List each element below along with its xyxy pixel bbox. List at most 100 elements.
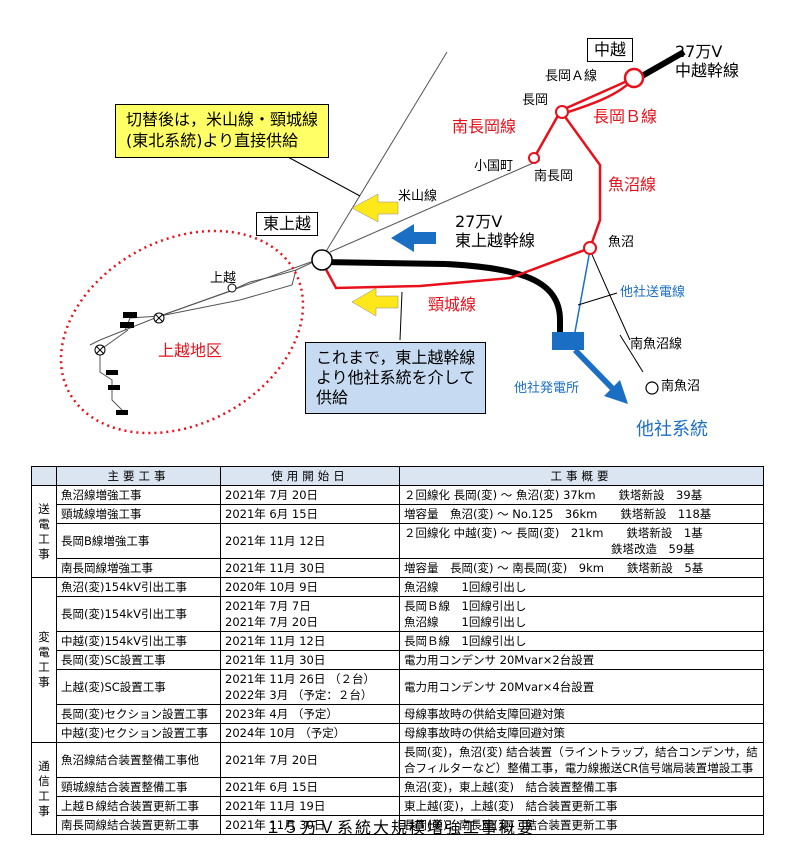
- summary-cell: 長岡(変)，魚沼(変) 結合装置（ライントラップ，結合コンデンサ，結合フィルター…: [399, 742, 764, 778]
- date-cell: 2024年 10月 （予定）: [220, 723, 400, 743]
- minamiuonuma-label: 南魚沼: [661, 379, 701, 394]
- other-transmission-label: 他社送電線: [620, 285, 686, 300]
- figure-caption: １５万Ｖ系統大規模増強工事概要: [264, 818, 535, 837]
- date-line: 2021年 7月 20日: [225, 615, 319, 629]
- date-cell: 2021年 11月 30日: [220, 650, 400, 670]
- summary-line: 長岡(変)，南長岡(変) 結合装置更新工事: [404, 818, 618, 832]
- summary-cell: 魚沼(変)，東上越(変) 結合装置整備工事: [399, 777, 764, 797]
- project-name-cell: 南長岡線増強工事: [56, 558, 221, 578]
- summary-cell: 母線事故時の供給支障回避対策: [399, 723, 764, 743]
- table-header-summary: 工事概要: [399, 466, 764, 486]
- summary-cell: ２回線化 中越(変) ～ 長岡(変) 21km 鉄塔新設 1基 鉄塔改造 59基: [399, 523, 764, 559]
- joetsu-label: 上越: [210, 271, 237, 286]
- joetsu-district-label: 上越地区: [158, 341, 223, 360]
- table-header-cat: [31, 466, 57, 486]
- minamiuonuma-line-3: [619, 334, 644, 373]
- table-header-project: 主要工事: [56, 466, 221, 486]
- date-cell: 2023年 4月 （予定）: [220, 704, 400, 724]
- minaminagaoka-substation-icon: [528, 152, 540, 164]
- project-name-cell: 頸城線結合装置整備工事: [56, 777, 221, 797]
- date-line: 2021年 7月 7日: [225, 599, 311, 613]
- date-line: 2024年 10月 （予定）: [225, 726, 346, 740]
- summary-cell: 増容量 長岡(変) ～ 南長岡(変) 9km 鉄塔新設 5基: [399, 558, 764, 578]
- summary-line: 長岡(変)，魚沼(変) 結合装置（ライントラップ，結合コンデンサ，結: [404, 745, 758, 759]
- uonuma-line-label: 魚沼線: [608, 175, 657, 194]
- date-cell: 2021年 6月 15日: [220, 777, 400, 797]
- summary-line: 魚沼線 1回線引出し: [404, 580, 527, 594]
- summary-cell: 母線事故時の供給支障回避対策: [399, 704, 764, 724]
- date-line: 2022年 3月 （予定：２台）: [225, 688, 373, 702]
- summary-line: 鉄塔改造 59基: [404, 542, 695, 556]
- summary-cell: 電力用コンデンサ 20Mvar×2台設置: [399, 650, 764, 670]
- keijo-line-label: 頸城線: [428, 295, 477, 314]
- joetsu-district-ellipse: [59, 229, 305, 435]
- table-row: 南長岡線増強工事 2021年 11月 30日 増容量 長岡(変) ～ 南長岡(変) …: [32, 558, 764, 578]
- table-row: 上越(変)SC設置工事 2021年 11月 26日 （２台） 2022年 3月 （予…: [32, 669, 764, 705]
- nagaoka-b-label: 長岡Ｂ線: [593, 107, 658, 126]
- joetsu-substation-icon: [227, 283, 237, 293]
- minaminagaoka-label: 南長岡: [534, 169, 574, 184]
- blue-lines: [574, 249, 591, 333]
- summary-line: 母線事故時の供給支障回避対策: [404, 707, 565, 721]
- summary-cell: ２回線化 長岡(変) ～ 魚沼(変) 37km 鉄塔新設 39基: [399, 485, 764, 505]
- date-line: 2021年 11月 26日 （２台）: [225, 672, 375, 686]
- blue-arrow-downright: [573, 348, 628, 404]
- date-cell: 2021年 11月 12日: [220, 523, 400, 559]
- project-name-cell: 中越(変)154kV引出工事: [56, 631, 221, 651]
- date-line: 2021年 11月 30日: [225, 653, 326, 667]
- date-cell: 2021年 7月 7日 2021年 7月 20日: [220, 596, 400, 632]
- date-cell: 2021年 7月 20日: [220, 742, 400, 778]
- project-name-cell: 上越(変)SC設置工事: [56, 669, 221, 705]
- date-cell: 2021年 11月 30日: [220, 558, 400, 578]
- blue-arrow-left: [391, 224, 436, 252]
- nagaoka-label: 長岡: [522, 93, 549, 108]
- callout2-leader: [399, 291, 403, 341]
- map-lines: [59, 49, 686, 435]
- summary-line: 母線事故時の供給支障回避対策: [404, 726, 565, 740]
- power-system-map: 中越 27万V 中越幹線 長岡Ａ線 長岡 長岡Ｂ線 南長岡線 小国町 南長岡 魚…: [59, 38, 739, 440]
- summary-line: 合フィルターなど）整備工事，電力線搬送CR信号端局装置増設工事: [404, 761, 754, 775]
- project-name-cell: 上越Ｂ線結合装置更新工事: [56, 796, 221, 816]
- summary-cell: 増容量 魚沼(変) ～ No.125 36km 鉄塔新設 118基: [399, 504, 764, 524]
- date-line: 2021年 6月 15日: [225, 507, 319, 521]
- higashijoetsu-trunk-label: 27万V 東上越幹線: [455, 212, 536, 251]
- nagaoka-substation-icon: [555, 105, 569, 119]
- project-name-cell: 魚沼(変)154kV引出工事: [56, 577, 221, 597]
- date-cell: 2020年 10月 9日: [220, 577, 400, 597]
- date-cell: 2021年 11月 19日: [220, 796, 400, 816]
- summary-line: 増容量 長岡(変) ～ 南長岡(変) 9km 鉄塔新設 5基: [404, 561, 704, 575]
- callout1-leader: [274, 149, 361, 197]
- date-line: 2021年 11月 30日: [225, 818, 326, 832]
- nagaoka-a-label: 長岡Ａ線: [545, 69, 598, 84]
- summary-line: ２回線化 中越(変) ～ 長岡(変) 21km 鉄塔新設 1基: [404, 526, 703, 540]
- date-cell: 2021年 7月 20日: [220, 485, 400, 505]
- yellow-arrow-2: [351, 287, 399, 317]
- other-grid-label: 他社系統: [636, 419, 708, 440]
- summary-line: 長岡Ｂ線 1回線引出し: [404, 634, 527, 648]
- date-line: 2021年 11月 30日: [225, 561, 326, 575]
- minamiuonuma-line: [589, 249, 613, 301]
- project-name-cell: 南長岡線結合装置更新工事: [56, 815, 221, 835]
- table-header-row: 主要工事 使用開始日 工事概要: [31, 466, 764, 486]
- summary-cell: 東上越(変)，上越(変) 結合装置更新工事: [399, 796, 764, 816]
- project-name-cell: 魚沼線結合装置整備工事他: [56, 742, 221, 778]
- minamiuonuma-substation-icon: [645, 381, 659, 395]
- minamiuonuma-line-2: [611, 299, 631, 341]
- red-lines: [320, 76, 635, 290]
- date-line: 2021年 11月 12日: [225, 534, 326, 548]
- trunk-line-2: [445, 261, 563, 342]
- date-line: 2021年 7月 20日: [225, 488, 319, 502]
- category-label: 送電工事: [38, 501, 50, 561]
- table-row: 南長岡線結合装置更新工事 2021年 11月 30日 長岡(変)，南長岡(変) 結合…: [32, 815, 764, 835]
- summary-cell: 電力用コンデンサ 20Mvar×4台設置: [399, 669, 764, 705]
